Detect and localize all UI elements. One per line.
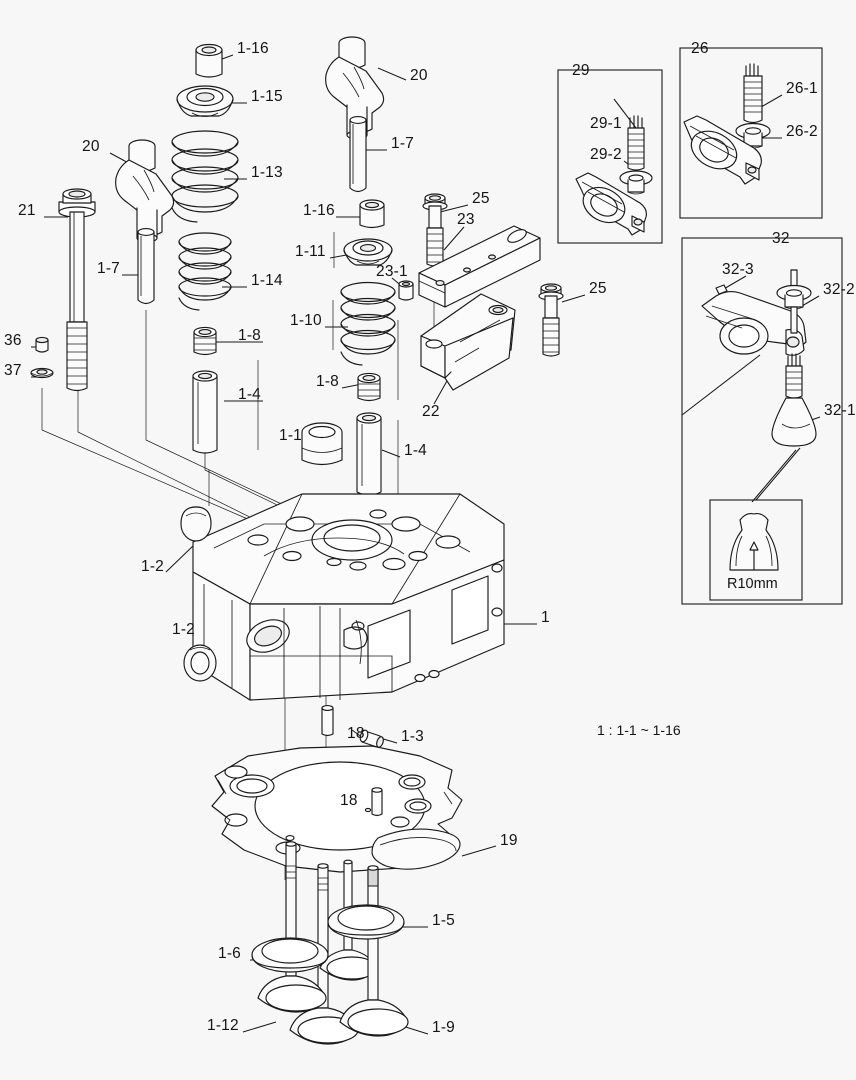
callout-1-4-right: 1-4 [404,442,428,459]
part-1-13-spring [171,130,239,223]
part-1-8-left [193,326,217,356]
part-29-1-screw [627,115,645,171]
callout-23: 23 [457,211,475,228]
part-1-7-left [137,228,155,305]
callout-26-2: 26-2 [786,123,818,140]
callout-20-left: 20 [82,138,100,155]
callout-1-7-left: 1-7 [97,260,121,277]
callout-1-2-bot: 1-2 [172,621,196,638]
callout-1-2-top: 1-2 [141,558,165,575]
callout-1-14: 1-14 [251,272,283,289]
callout-1: 1 [541,609,550,626]
part-32-3-clip [715,284,728,295]
part-32-rocker-arm [701,290,807,356]
callout-25-top: 25 [472,190,490,207]
callout-26: 26 [691,40,709,57]
part-1-16-mid [359,199,385,229]
part-37-washer [30,367,54,379]
part-1-6-spring-seat [251,937,329,973]
callout-21: 21 [18,202,36,219]
callout-1-8-right: 1-8 [316,373,340,390]
callout-1-11: 1-11 [295,243,326,260]
callout-32: 32 [772,230,790,247]
callout-1-9: 1-9 [432,1019,456,1036]
callout-1-10: 1-10 [290,312,322,329]
callout-23-1: 23-1 [376,263,408,280]
callout-19: 19 [500,832,518,849]
part-26-1-screw [743,63,763,124]
callout-1-7-right: 1-7 [391,135,415,152]
part-32-1-cap [771,353,817,447]
part-23-1-screw [398,280,414,301]
r10mm-caption: R10mm [727,576,778,592]
part-1-16-upper [195,43,223,78]
callout-29: 29 [572,62,590,79]
part-1-11-retainer [343,238,393,266]
callout-25-mid: 25 [589,280,607,297]
callout-32-1: 32-1 [824,402,856,419]
callout-1-3: 1-3 [401,728,425,745]
part-1-14-spring [178,232,232,311]
part-26-2-nut [735,122,771,149]
callout-32-2: 32-2 [823,281,855,298]
part-32-2-nut [776,269,812,334]
callout-1-8-left: 1-8 [238,327,262,344]
part-19-head-gasket [211,745,463,873]
callout-32-3: 32-3 [722,261,754,278]
part-1-2-lower [183,644,217,682]
part-23-rocker-shaft [418,225,541,308]
part-18-upper [321,705,334,737]
part-1-15-retainer [176,85,234,117]
callout-29-1: 29-1 [590,115,622,132]
r10mm-detail [729,513,779,571]
part-22-bracket [420,293,516,391]
part-26-rocker-arm [683,115,762,185]
part-1-12-exhaust-valve [257,841,327,1013]
part-21-head-bolt [58,188,96,392]
callout-29-2: 29-2 [590,146,622,163]
part-1-cylinder-head [192,493,505,701]
callout-18-top: 18 [347,725,365,742]
diagram-note: 1 : 1-1 ~ 1-16 [597,722,681,738]
part-25-bolt-top [422,193,448,267]
callout-1-4-left: 1-4 [238,386,262,403]
part-1-1-seat [301,422,343,466]
part-36-plug [35,336,49,353]
part-1-5-spring-seat [327,904,405,940]
callout-18-bot: 18 [340,792,358,809]
callout-20-right: 20 [410,67,428,84]
callout-1-13: 1-13 [251,164,283,181]
callout-26-1: 26-1 [786,80,818,97]
part-valve-a [289,863,359,1045]
callout-1-12: 1-12 [207,1017,239,1034]
callout-1-5: 1-5 [432,912,456,929]
part-1-8-right [357,372,381,402]
part-1-10-spring [340,281,396,366]
callout-36: 36 [4,332,22,349]
part-25-bolt-mid [538,283,564,357]
callout-1-16-top: 1-16 [237,40,269,57]
part-1-3-plug [359,729,384,749]
callout-37: 37 [4,362,22,379]
part-1-4-right [356,412,382,496]
part-1-7-right [349,116,367,193]
callout-1-6: 1-6 [218,945,242,962]
part-29-rocker-arm [575,172,647,236]
callout-1-15: 1-15 [251,88,283,105]
part-1-4-left [192,370,218,454]
callout-1-16-mid: 1-16 [303,202,335,219]
part-1-2-upper [180,506,212,542]
part-29-2-nut [619,170,653,195]
callout-1-1: 1-1 [279,427,303,444]
callout-22: 22 [422,403,440,420]
